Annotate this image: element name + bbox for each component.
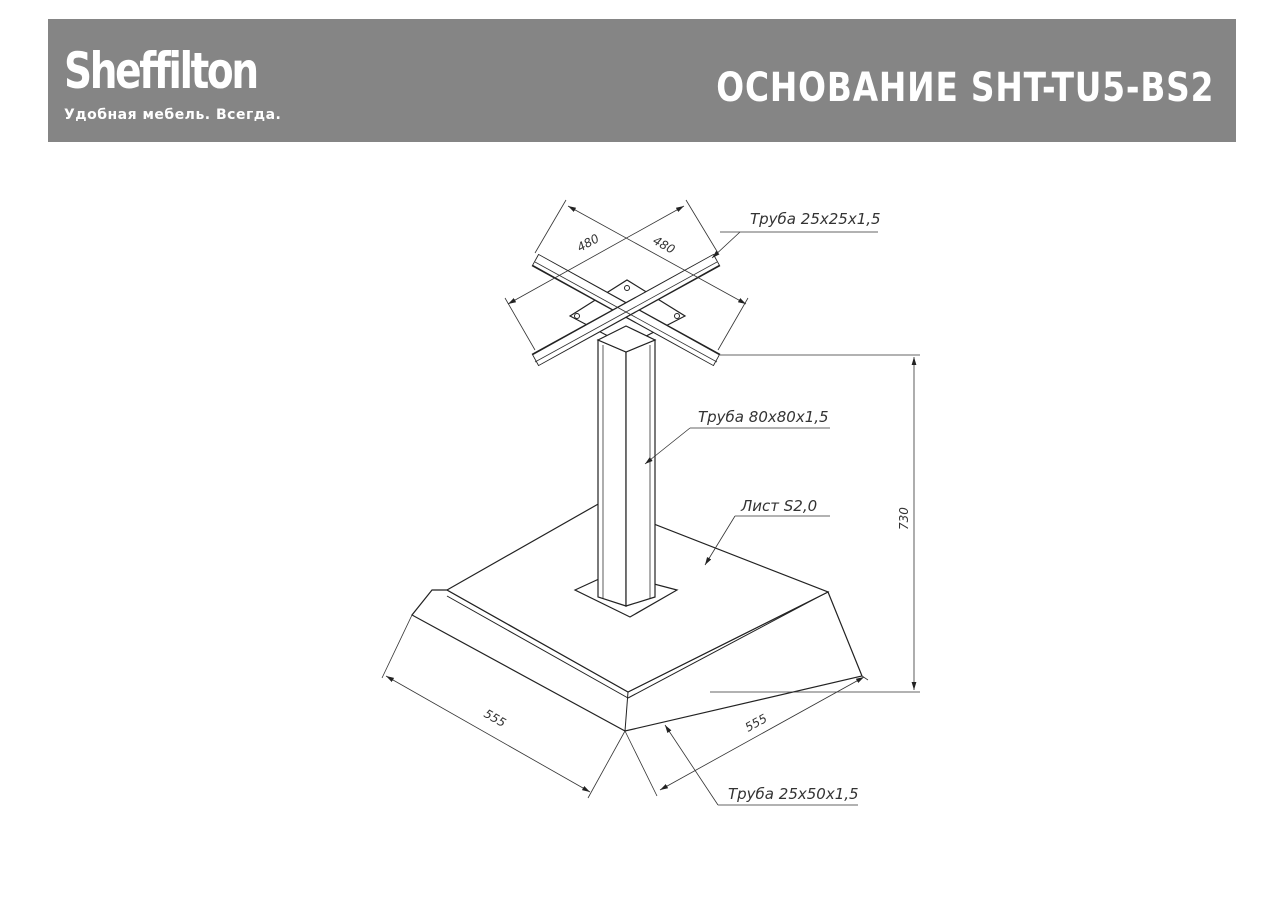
- header-banner: Sheffilton Удобная мебель. Всегда. ОСНОВ…: [48, 19, 1236, 142]
- brand-logo: Sheffilton: [64, 42, 259, 100]
- label-base-sheet: Лист S2,0: [740, 497, 817, 515]
- dimension-cross-a: 480: [575, 231, 602, 255]
- dimension-height: 730: [897, 507, 911, 530]
- label-base-frame: Труба 25x50x1,5: [728, 785, 859, 803]
- label-column: Труба 80x80x1,5: [698, 408, 829, 426]
- brand-tagline: Удобная мебель. Всегда.: [64, 107, 282, 123]
- dimension-base-right: 555: [743, 711, 770, 734]
- dimension-lines: [381, 199, 920, 799]
- leader-lines: [644, 231, 878, 806]
- page-title: ОСНОВАНИЕ SHT-TU5-BS2: [716, 65, 1214, 111]
- column: [597, 339, 656, 607]
- dimension-base-left: 555: [482, 706, 509, 730]
- label-top-cross: Труба 25x25x1,5: [750, 210, 881, 228]
